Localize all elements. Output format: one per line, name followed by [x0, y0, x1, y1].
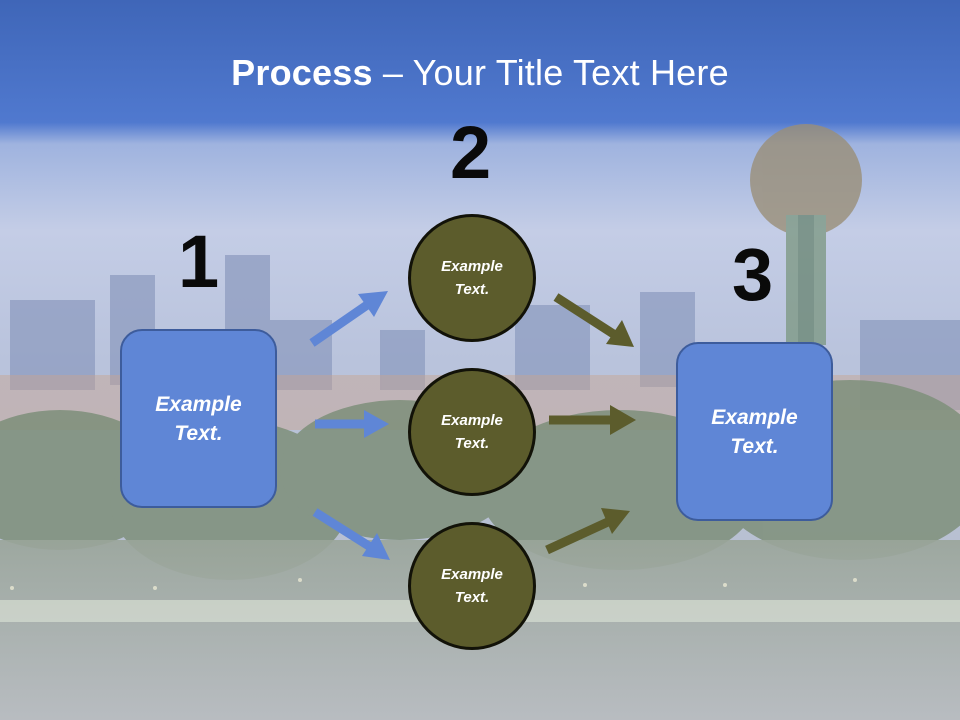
- arrow-bottom-to-right: [545, 508, 630, 555]
- step-number-3: 3: [732, 233, 774, 316]
- slide-title: Process – Your Title Text Here: [0, 52, 960, 94]
- circle-bottom: Example Text.: [408, 522, 536, 650]
- arrow-left-to-bottom: [312, 508, 390, 560]
- arrow-middle-to-right: [549, 405, 636, 435]
- circle-middle: Example Text.: [408, 368, 536, 496]
- step-number-2: 2: [450, 111, 492, 194]
- arrow-top-to-right: [553, 293, 634, 347]
- circle-top-label: Example Text.: [441, 258, 503, 298]
- title-rest: – Your Title Text Here: [372, 52, 729, 93]
- title-bold: Process: [231, 52, 373, 93]
- circle-top: Example Text.: [408, 214, 536, 342]
- arrow-left-to-top: [309, 291, 388, 347]
- left-box: Example Text.: [120, 329, 277, 508]
- arrow-left-to-middle: [315, 410, 389, 438]
- right-box: Example Text.: [676, 342, 833, 521]
- step-number-1: 1: [178, 220, 220, 303]
- circle-bottom-label: Example Text.: [441, 566, 503, 606]
- left-box-label: Example Text.: [155, 392, 242, 445]
- right-box-label: Example Text.: [711, 405, 798, 458]
- circle-middle-label: Example Text.: [441, 412, 503, 452]
